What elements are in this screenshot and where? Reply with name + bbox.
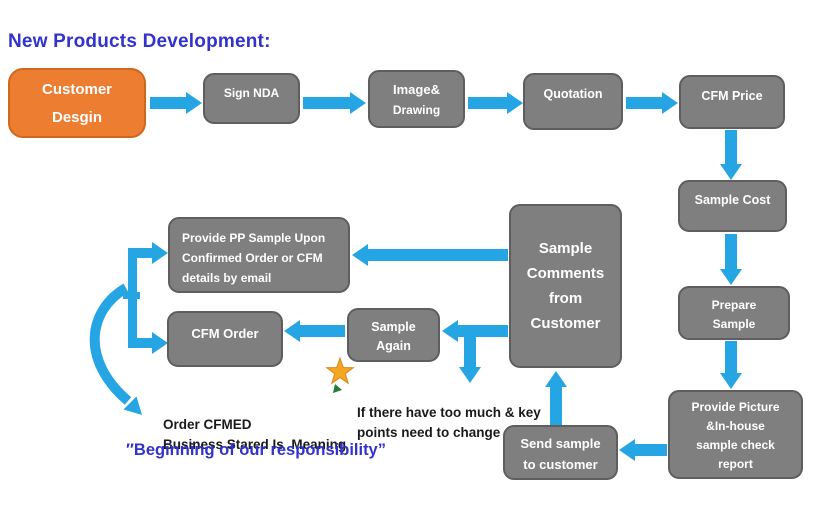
connector-samplecost-to-prepare — [720, 234, 742, 285]
flow-step-quotation: Quotation — [523, 73, 623, 130]
flow-step-provide-picture-report: Provide Picture &In-house sample check r… — [668, 390, 803, 479]
flow-step-sample-cost: Sample Cost — [678, 180, 787, 232]
connector-bracket-to-cfmorder — [128, 332, 168, 354]
note-line: Order CFMED — [163, 417, 252, 432]
flow-step-sign-nda: Sign NDA — [203, 73, 300, 124]
connector-cfmprice-to-samplecost — [720, 130, 742, 180]
flow-step-cfm-price: CFM Price — [679, 75, 785, 129]
flow-step-line: Customer — [530, 315, 601, 332]
note-change-condition: If there have too much & key points need… — [342, 383, 541, 463]
flow-step-prepare-sample: Prepare Sample — [678, 286, 790, 340]
flow-step-provide-pp-sample: Provide PP Sample Upon Confirmed Order o… — [168, 217, 350, 293]
connector-bracket-to-pp — [128, 242, 168, 264]
flow-step-line: Comments — [526, 265, 605, 282]
note-order-meaning: Order CFMED Business Stared Is Meaning — [148, 395, 346, 475]
connector-bracket-tick — [123, 292, 140, 299]
mini-green-arrow-icon — [333, 384, 342, 393]
flow-step-image-drawing: Image& Drawing — [368, 70, 465, 128]
flow-step-line: Sample — [712, 317, 756, 331]
connector-curve-to-note — [89, 283, 132, 405]
flow-step-line: Sample — [371, 320, 416, 334]
flow-step-line: Drawing — [392, 103, 441, 117]
flow-step-line: Desgin — [51, 109, 102, 126]
connector-curve-arrowhead — [123, 396, 142, 415]
flow-step-customer-design: Customer Desgin — [8, 68, 146, 138]
flow-step-line: Customer — [41, 81, 112, 98]
connector-customer-to-nda — [150, 92, 202, 114]
connector-comments-to-again — [442, 320, 508, 342]
connector-again-to-cfmorder — [284, 320, 345, 342]
flow-step-line: report — [718, 457, 753, 471]
flow-step-line: Prepare — [711, 298, 757, 312]
flow-step-line: Send sample — [520, 436, 601, 451]
connector-send-to-comments — [545, 371, 567, 425]
connector-comments-to-pp — [352, 244, 508, 266]
flow-step-sample-again: Sample Again — [347, 308, 440, 362]
flow-step-cfm-order: CFM Order — [167, 311, 283, 367]
star-icon — [325, 356, 355, 385]
flow-step-line: details by email — [182, 271, 272, 285]
page-title: New Products Development: — [8, 31, 271, 52]
flow-step-line: from — [548, 290, 583, 307]
flow-step-line: Again — [376, 339, 411, 353]
flow-step-line: Confirmed Order or CFM — [182, 251, 323, 265]
connector-picture-to-send — [619, 439, 667, 461]
connector-quotation-to-cfmprice — [626, 92, 678, 114]
flow-step-line: to customer — [523, 457, 598, 472]
note-line: points need to change — [357, 425, 501, 440]
connector-image-to-quotation — [468, 92, 523, 114]
flow-step-line: Provide Picture — [691, 400, 780, 414]
note-responsibility-slogan: ″Beginning of our responsibility” — [126, 441, 386, 459]
note-line: If there have too much & key — [357, 405, 541, 420]
flow-step-line: &In-house — [706, 419, 765, 433]
connector-nda-to-image — [303, 92, 366, 114]
flow-step-line: sample check — [696, 438, 775, 452]
flow-step-line: Sample — [538, 240, 593, 257]
connector-branch-to-note — [459, 336, 481, 383]
flow-step-send-sample: Send sample to customer — [503, 425, 618, 480]
flow-step-line: Provide PP Sample Upon — [182, 231, 326, 245]
flow-step-line: Image& — [393, 82, 440, 97]
flow-step-sample-comments: Sample Comments from Customer — [509, 204, 622, 368]
connector-prepare-to-picture — [720, 341, 742, 389]
note-line: Business Stared Is Meaning — [163, 437, 347, 452]
